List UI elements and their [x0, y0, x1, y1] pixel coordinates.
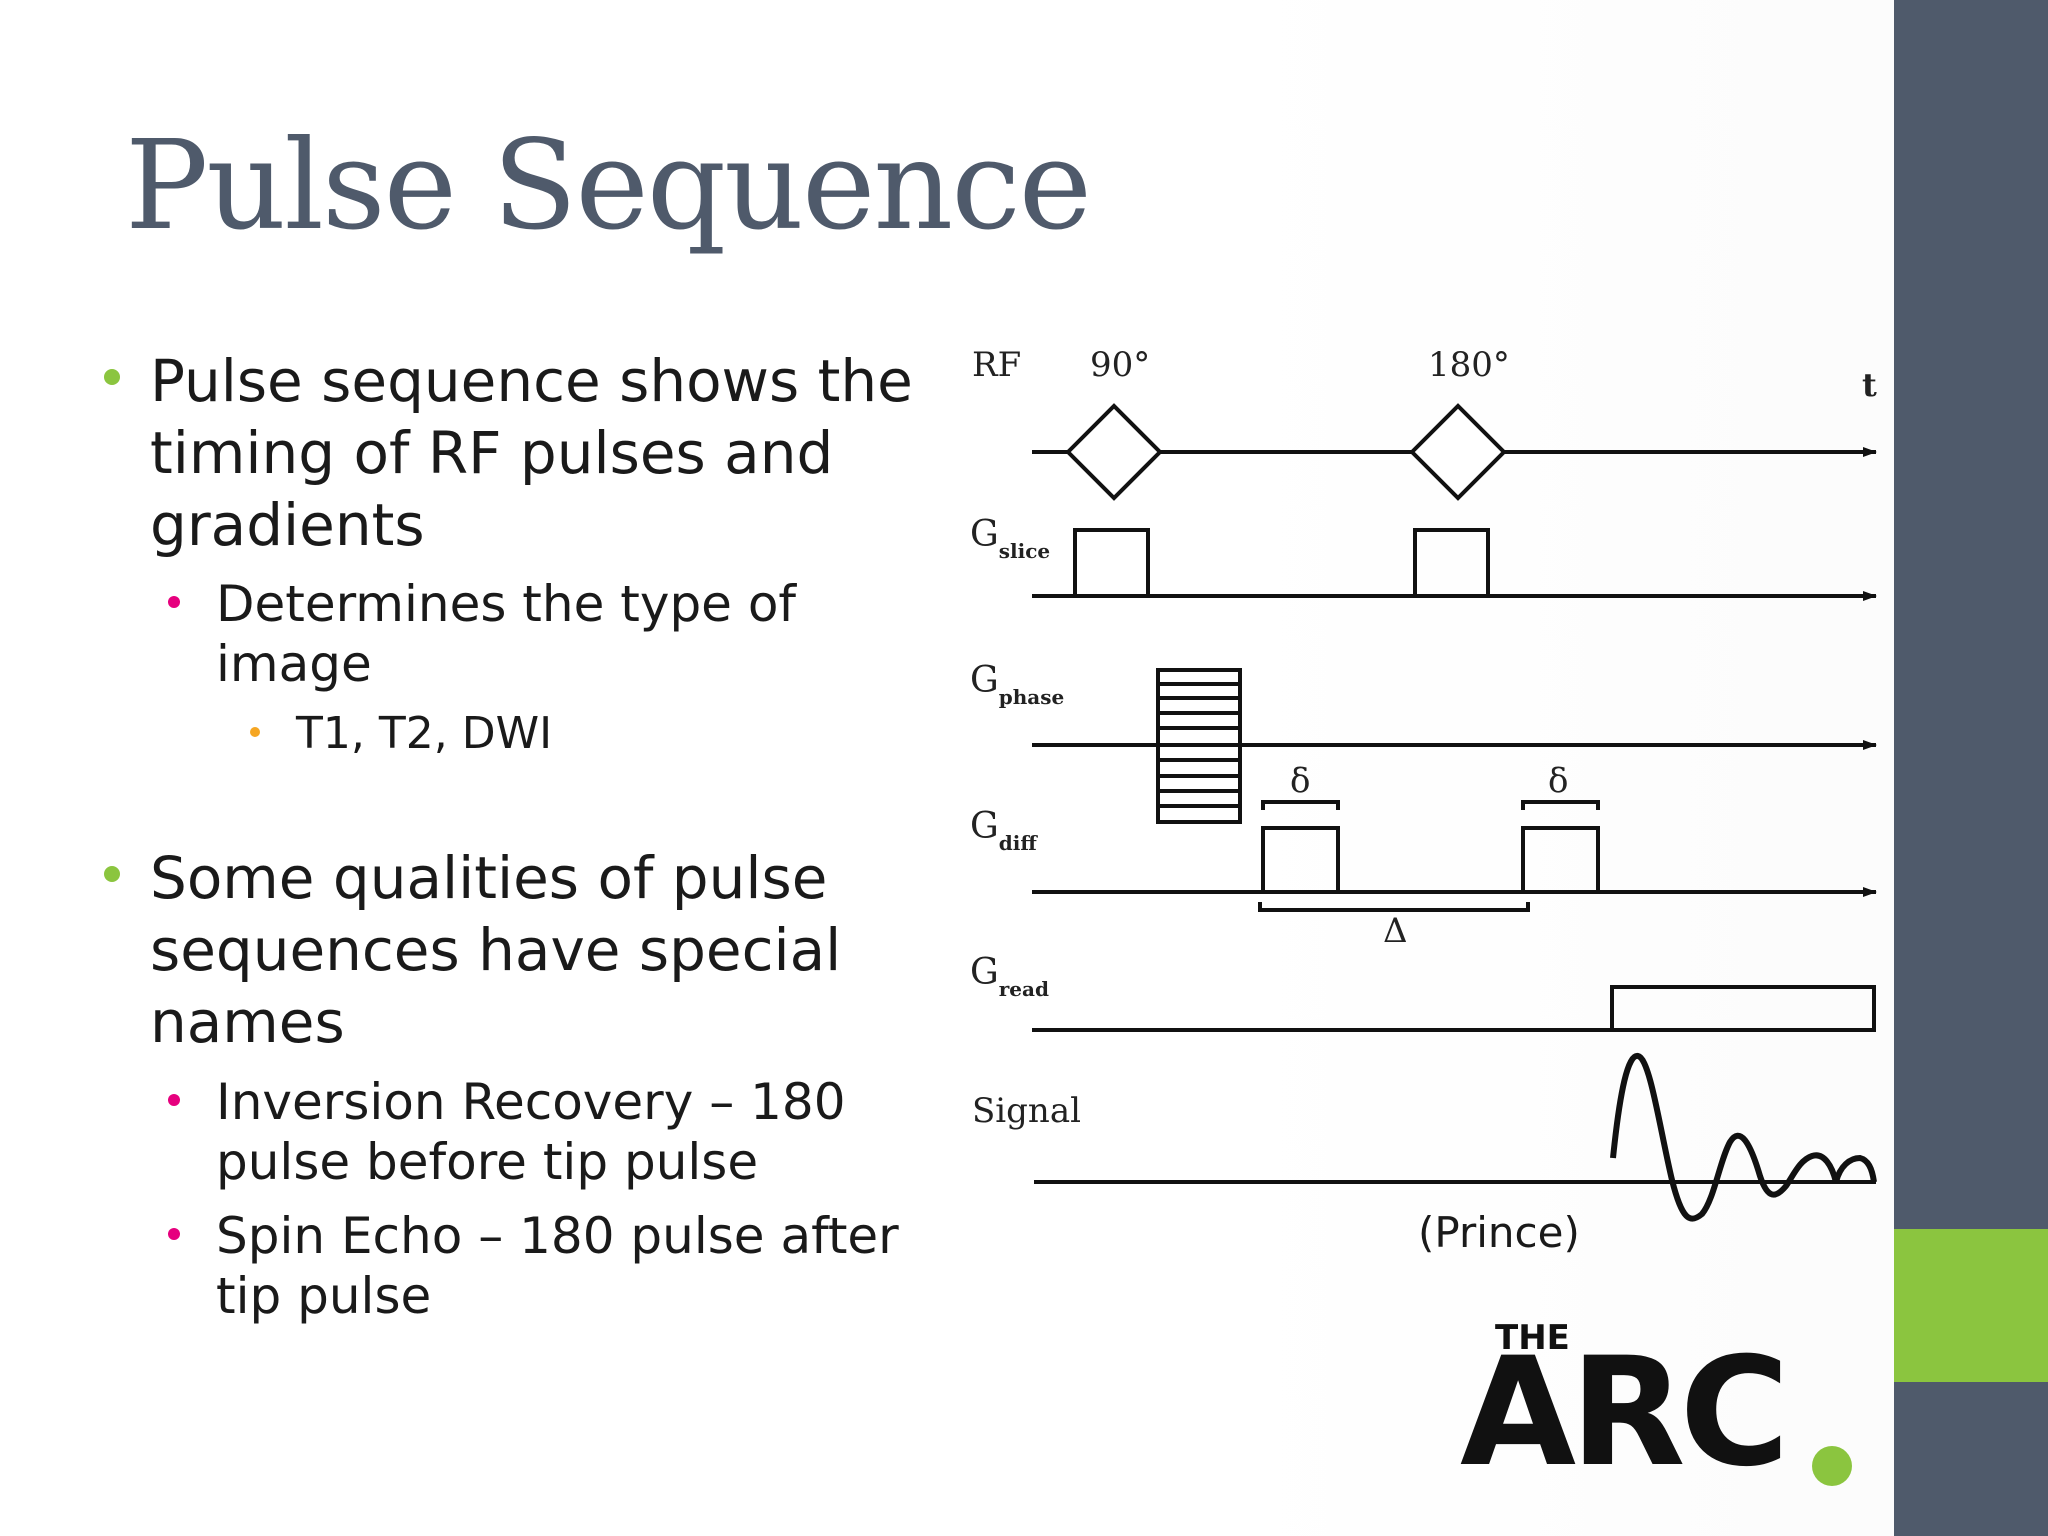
g-slice-lobe-2: [1413, 528, 1490, 596]
rf-90-pulse: [1065, 403, 1163, 501]
delta-big-bracket: [1258, 902, 1530, 912]
g-slice-main: G: [970, 514, 999, 555]
bullet-dot: [168, 596, 180, 608]
g-phase-main: G: [970, 660, 999, 701]
g-read-main: G: [970, 952, 999, 993]
g-slice-sub: slice: [999, 539, 1050, 563]
g-read-sub: read: [999, 977, 1049, 1001]
bullet-text-line: Inversion Recovery – 180: [216, 1073, 846, 1131]
image-citation: (Prince): [1418, 1208, 1580, 1257]
pulse-90-label: 90°: [1090, 345, 1150, 385]
bullet-text-line: sequences have special: [150, 916, 842, 984]
bullet-dot: [250, 727, 260, 737]
delta-big-label: Δ: [1383, 911, 1408, 951]
bullet-dot: [168, 1094, 180, 1106]
time-axis-label: t: [1862, 366, 1877, 404]
g-phase-sub: phase: [999, 685, 1064, 709]
delta-small-label-1: δ: [1290, 761, 1310, 801]
bullet-text-line: gradients: [150, 491, 425, 559]
g-phase-label: Gphase: [970, 660, 1064, 709]
bullet-text-line: Determines the type of: [216, 575, 797, 633]
phase-encode-table: [1156, 668, 1242, 824]
g-diff-lobe-2: [1521, 826, 1600, 892]
echo-signal-waveform: [1610, 1053, 1877, 1222]
bullet-text-line: pulse before tip pulse: [216, 1133, 759, 1191]
delta-small-bracket-1: [1261, 800, 1340, 810]
delta-small-bracket-2: [1521, 800, 1600, 810]
bullet-text-line: tip pulse: [216, 1267, 432, 1325]
bullet-text-line: Pulse sequence shows the: [150, 347, 913, 415]
g-read-label: Gread: [970, 952, 1049, 1001]
sidebar-accent: [1894, 1229, 2048, 1382]
g-slice-label: Gslice: [970, 514, 1050, 563]
g-diff-main: G: [970, 806, 999, 847]
the-arc-logo: THE ARC: [1460, 1318, 1880, 1498]
bullet-dot: [104, 369, 120, 385]
bullet-text-line: image: [216, 635, 372, 693]
g-slice-lobe-1: [1073, 528, 1150, 596]
g-diff-sub: diff: [999, 831, 1039, 855]
rf-row-label: RF: [972, 345, 1021, 385]
bullet-dot: [104, 866, 120, 882]
g-read-lobe: [1610, 985, 1876, 1030]
logo-the-text: THE: [1495, 1318, 1570, 1358]
delta-small-label-2: δ: [1548, 761, 1568, 801]
bullet-text-line: Some qualities of pulse: [150, 844, 828, 912]
bullet-text-line: timing of RF pulses and: [150, 419, 834, 487]
pulse-180-label: 180°: [1428, 345, 1510, 385]
g-diff-label: Gdiff: [970, 806, 1038, 855]
rf-180-pulse: [1409, 403, 1507, 501]
logo-dot: [1812, 1446, 1852, 1486]
bullet-text-line: Spin Echo – 180 pulse after: [216, 1207, 899, 1265]
g-diff-lobe-1: [1261, 826, 1340, 892]
bullet-text-line: names: [150, 988, 345, 1056]
signal-row-label: Signal: [972, 1091, 1081, 1131]
pulse-sequence-diagram: RF 90° 180° t Gslice Gphase Gdiff Gread …: [970, 345, 1877, 1222]
slide-title: Pulse Sequence: [125, 114, 1092, 258]
bullet-dot: [168, 1228, 180, 1240]
bullet-text-line: T1, T2, DWI: [296, 708, 553, 759]
logo-arc-text: ARC: [1460, 1326, 1790, 1500]
